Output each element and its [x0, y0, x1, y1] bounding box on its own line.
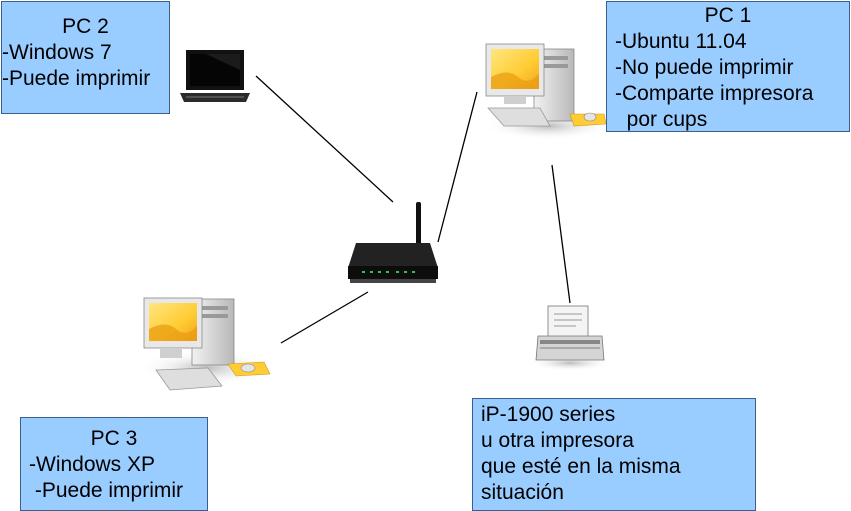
- printer-label-box: iP-1900 series u otra impresora que esté…: [472, 398, 756, 511]
- pc2-title: PC 2: [62, 15, 109, 38]
- link-pc1-printer: [551, 164, 571, 304]
- pc2-print-status-line: -Puede imprimir: [2, 67, 151, 90]
- pc1-print-status-line: -No puede imprimir: [615, 56, 794, 79]
- link-pc1-router: [437, 91, 478, 243]
- printer-model-line: iP-1900 series: [481, 403, 616, 426]
- link-pc3-router: [280, 291, 369, 344]
- wireless-router-icon: [348, 202, 438, 283]
- pc3-label-box: PC 3 -Windows XP -Puede imprimir: [20, 417, 208, 511]
- pc2-os-line: -Windows 7: [2, 41, 112, 64]
- printer-alt-line: u otra impresora: [481, 429, 634, 452]
- pc1-title: PC 1: [704, 4, 752, 27]
- pc1-share-line: -Comparte impresora: [615, 82, 814, 105]
- laptop-icon: [180, 50, 250, 102]
- pc1-label-box: PC 1 -Ubuntu 11.04 -No puede imprimir -C…: [606, 1, 850, 132]
- printer-situation-line: situación: [481, 481, 564, 504]
- pc1-os-line: -Ubuntu 11.04: [615, 30, 747, 53]
- desktop-computer-icon: [483, 43, 613, 140]
- desktop-computer-icon: [138, 297, 274, 391]
- link-pc2-router: [255, 75, 394, 203]
- printer-icon: [528, 305, 612, 371]
- pc2-label-box: PC 2 -Windows 7 -Puede imprimir: [1, 1, 170, 114]
- printer-condition-line: que esté en la misma: [481, 455, 681, 478]
- pc3-title: PC 3: [90, 427, 138, 450]
- pc3-print-status-line: -Puede imprimir: [29, 479, 184, 502]
- pc1-share-method-line: por cups: [615, 108, 708, 131]
- pc3-os-line: -Windows XP: [29, 453, 156, 476]
